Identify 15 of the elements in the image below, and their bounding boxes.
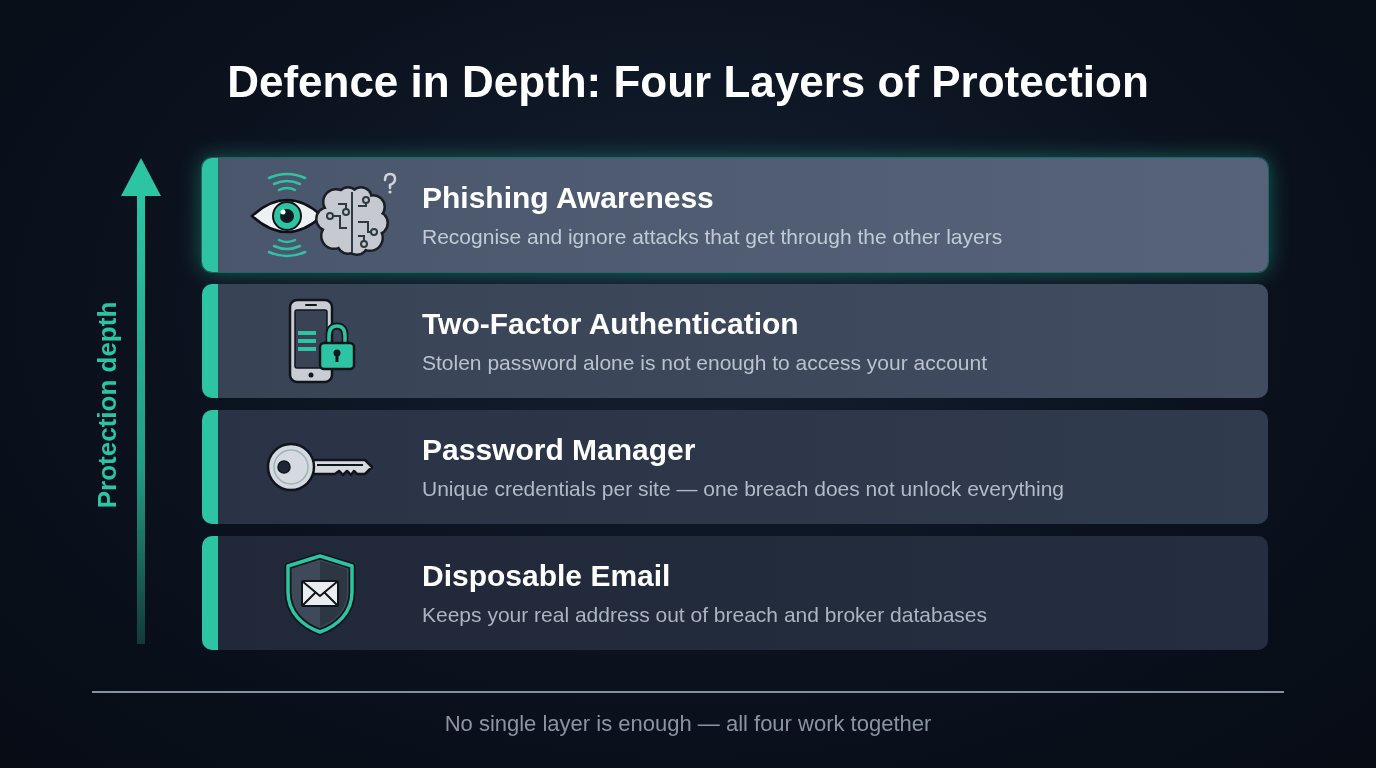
layer-title: Password Manager	[422, 432, 696, 468]
layer-title: Phishing Awareness	[422, 180, 714, 216]
layer-title: Disposable Email	[422, 558, 671, 594]
layer-band	[202, 158, 1268, 272]
layer-title: Two-Factor Authentication	[422, 306, 799, 342]
layer-band	[202, 536, 1268, 650]
layer-band	[202, 410, 1268, 524]
layer-description: Recognise and ignore attacks that get through the other layers	[422, 224, 1003, 250]
title: Defence in Depth: Four Layers of Protection	[227, 56, 1149, 108]
axis-label: Protection depth	[92, 301, 122, 509]
layer-band	[202, 284, 1268, 398]
layer-description: Stolen password alone is not enough to access your account	[422, 350, 988, 376]
layer-description: Unique credentials per site — one breach does not unlock everything	[422, 476, 1065, 502]
caption: No single layer is enough — all four work together	[444, 710, 932, 738]
layer-description: Keeps your real address out of breach and broker databases	[422, 602, 988, 628]
